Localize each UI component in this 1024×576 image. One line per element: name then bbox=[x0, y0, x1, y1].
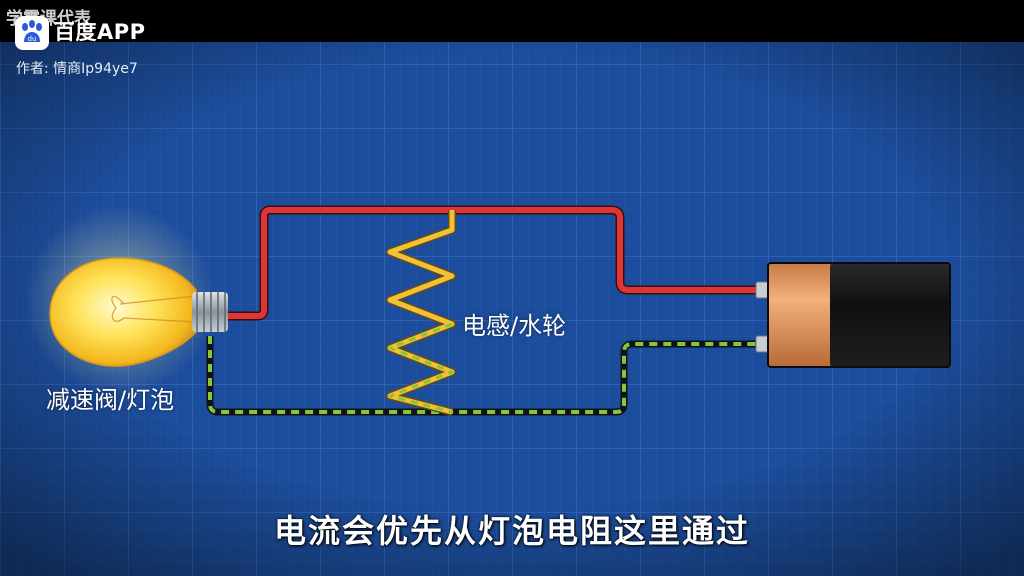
bulb-label: 减速阀/灯泡 bbox=[46, 386, 175, 414]
logo-text: 百度APP bbox=[54, 20, 146, 44]
baidu-paw-icon: du bbox=[15, 16, 49, 50]
svg-text:du: du bbox=[28, 35, 37, 43]
battery-icon bbox=[755, 262, 951, 368]
subtitle: 电流会优先从灯泡电阻这里通过 bbox=[273, 512, 750, 550]
author-credit: 作者: 情商Ip94ye7 bbox=[16, 61, 138, 77]
inductor-label: 电感/水轮 bbox=[462, 312, 567, 340]
light-bulb-icon bbox=[25, 205, 228, 395]
inductor-coil-icon bbox=[386, 210, 456, 416]
